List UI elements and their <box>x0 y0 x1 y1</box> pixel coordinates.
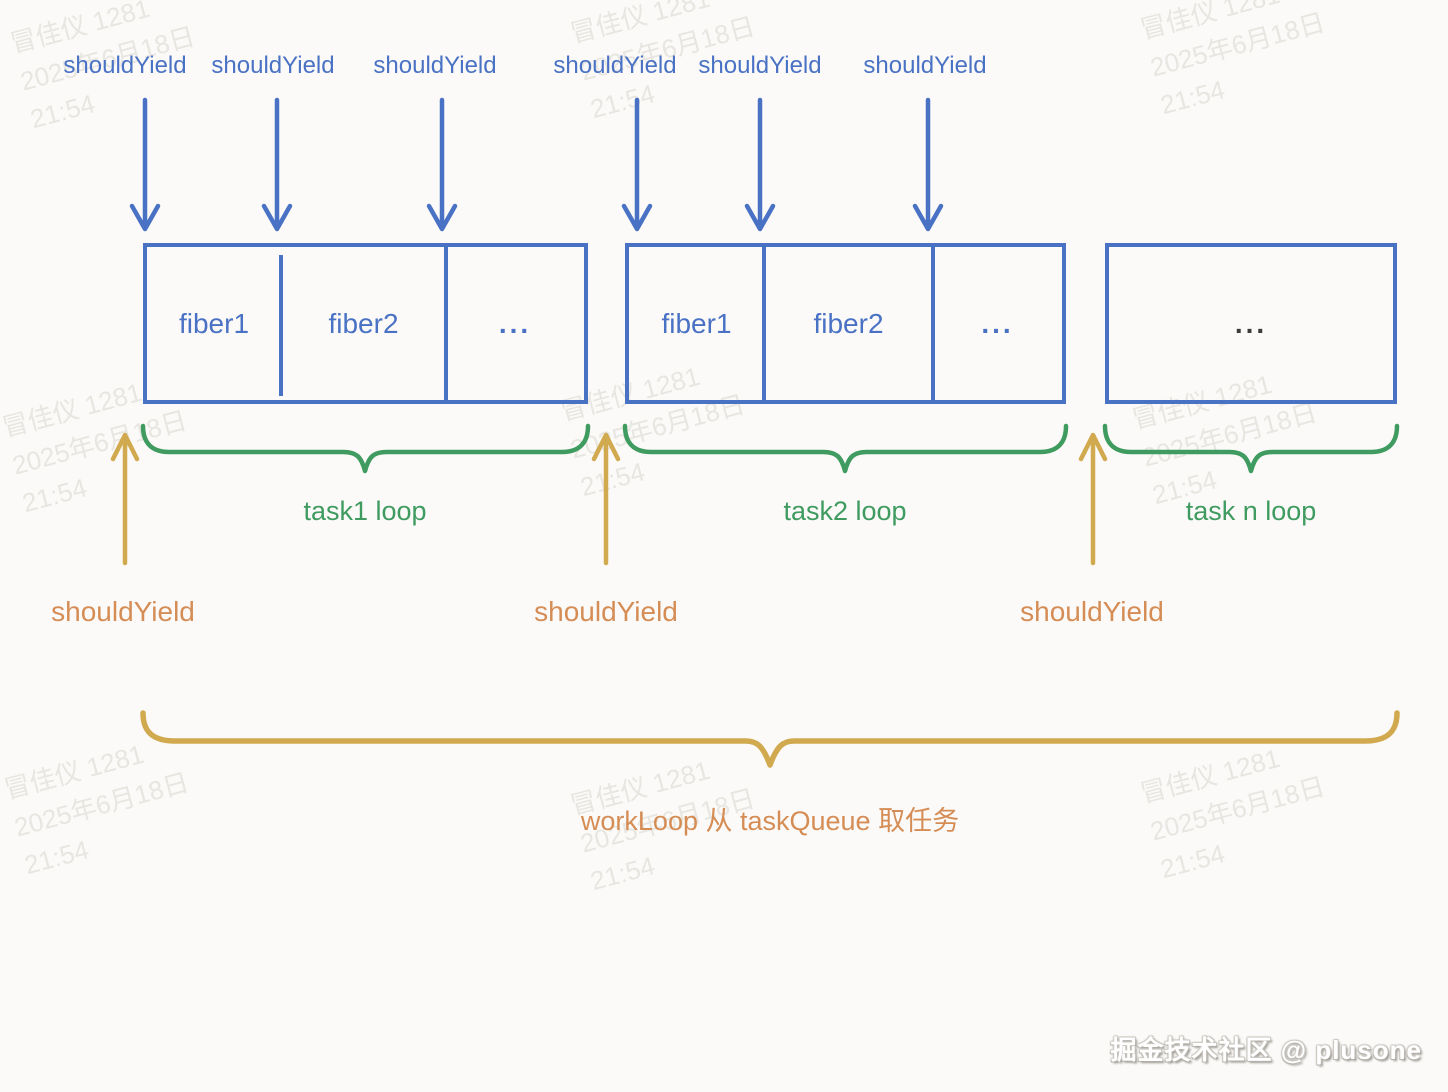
task2-loop-label: task2 loop <box>783 496 907 526</box>
watermark-line: 2025年6月18日 <box>1139 397 1321 473</box>
watermark-line: 冒佳仪 1281 <box>1137 742 1284 809</box>
fiber-label: fiber2 <box>328 307 399 339</box>
task-n-loop-label: task n loop <box>1185 496 1317 526</box>
fiber-label: fiber1 <box>661 307 732 339</box>
shouldyield-label-top: shouldYield <box>698 52 822 79</box>
fiber-cell: fiber2 <box>281 247 446 400</box>
shouldyield-label-top: shouldYield <box>863 52 987 79</box>
task1-loop-label: task1 loop <box>303 496 427 526</box>
cell-divider <box>762 247 766 400</box>
shouldyield-down-arrow-icon <box>261 97 293 232</box>
cell-divider <box>931 247 935 400</box>
ellipsis-label: ... <box>1234 307 1268 339</box>
fiber-cell: ... <box>933 247 1062 400</box>
fiber-cell: ... <box>1109 247 1393 400</box>
watermark: 冒佳仪 1281 2025年6月18日 21:54 <box>0 726 203 885</box>
fiber-cell: fiber1 <box>629 247 764 400</box>
shouldyield-up-arrow-icon <box>1078 432 1108 566</box>
watermark-line: 冒佳仪 1281 <box>1137 0 1284 45</box>
task1-fiber-box: fiber1 fiber2 ... <box>143 243 588 404</box>
shouldyield-down-arrow-icon <box>621 97 653 232</box>
workloop-brace <box>140 710 1400 768</box>
task1-loop-brace <box>140 423 591 474</box>
watermark: 冒佳仪 1281 2025年6月18日 21:54 <box>1136 730 1339 889</box>
task-n-fiber-box: ... <box>1105 243 1397 404</box>
shouldyield-up-arrow-icon <box>110 432 140 566</box>
fiber-cell: ... <box>446 247 584 400</box>
ellipsis-label: ... <box>981 307 1014 339</box>
watermark-line: 2025年6月18日 <box>9 405 191 481</box>
shouldyield-label-bottom: shouldYield <box>51 596 195 627</box>
shouldyield-label-top: shouldYield <box>63 52 187 79</box>
watermark-line: 2025年6月18日 <box>1147 771 1329 847</box>
credit-watermark: 掘金技术社区 @ plusone <box>1110 1035 1422 1065</box>
shouldyield-down-arrow-icon <box>426 97 458 232</box>
cell-divider <box>279 255 283 396</box>
watermark-line: 冒佳仪 1281 <box>567 0 714 49</box>
watermark-line: 21:54 <box>19 472 90 519</box>
shouldyield-label-bottom: shouldYield <box>534 596 678 627</box>
workloop-label: workLoop 从 taskQueue 取任务 <box>580 806 960 836</box>
watermark-line: 2025年6月18日 <box>11 767 193 843</box>
watermark-line: 冒佳仪 1281 <box>1 738 148 805</box>
watermark: 冒佳仪 1281 2025年6月18日 21:54 <box>1136 0 1339 125</box>
fiber-label: fiber1 <box>178 307 250 339</box>
watermark-line: 21:54 <box>1157 838 1228 885</box>
task2-loop-brace <box>622 423 1069 474</box>
fiber-label: fiber2 <box>813 307 884 339</box>
watermark-line: 21:54 <box>1157 74 1228 121</box>
cell-divider <box>444 247 448 400</box>
shouldyield-label-top: shouldYield <box>373 52 497 79</box>
watermark-line: 21:54 <box>21 834 92 881</box>
fiber-cell: fiber2 <box>764 247 933 400</box>
task2-fiber-box: fiber1 fiber2 ... <box>625 243 1066 404</box>
shouldyield-down-arrow-icon <box>912 97 944 232</box>
shouldyield-down-arrow-icon <box>129 97 161 232</box>
shouldyield-up-arrow-icon <box>591 432 621 566</box>
shouldyield-label-top: shouldYield <box>553 52 677 79</box>
shouldyield-down-arrow-icon <box>744 97 776 232</box>
shouldyield-label-top: shouldYield <box>211 52 335 79</box>
fiber-cell: fiber1 <box>147 247 281 400</box>
ellipsis-label: ... <box>498 307 532 339</box>
watermark-line: 21:54 <box>577 456 648 503</box>
watermark-line: 2025年6月18日 <box>1147 7 1329 83</box>
shouldyield-label-bottom: shouldYield <box>1020 596 1164 627</box>
task-n-loop-brace <box>1102 423 1400 474</box>
